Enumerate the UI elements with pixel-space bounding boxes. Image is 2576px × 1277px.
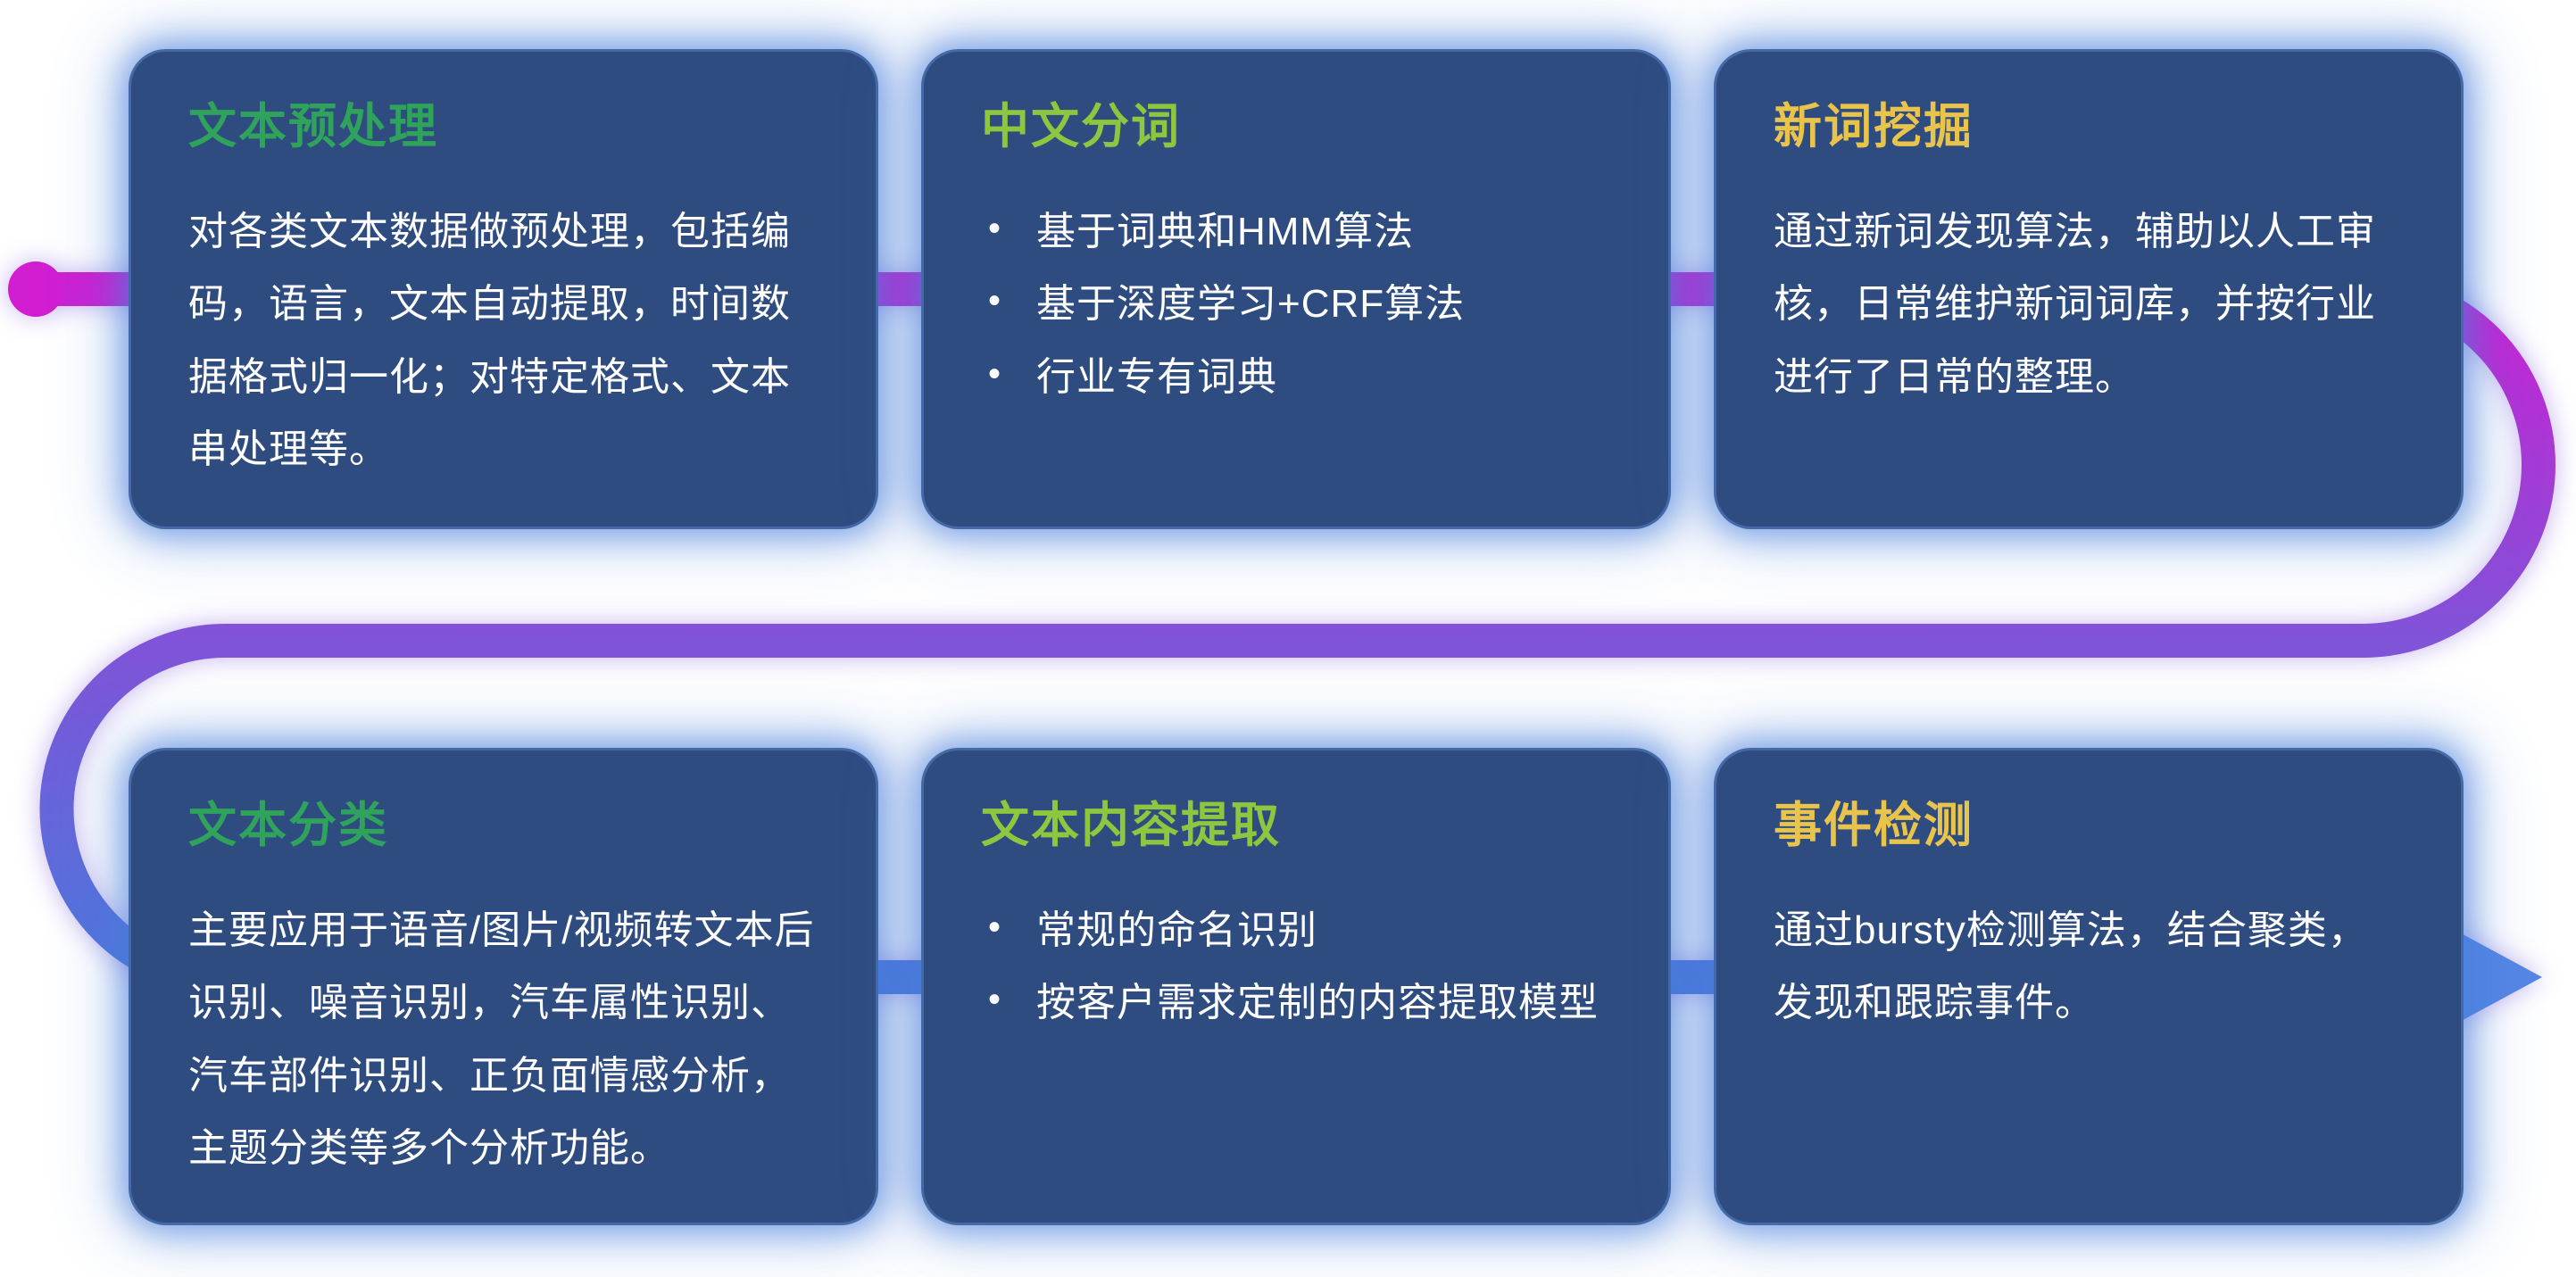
card-title: 文本预处理 [188, 100, 438, 153]
bullet-text: 基于词典和HMM算法 [1036, 209, 1415, 253]
bullet-item: 常规的命名识别 [981, 894, 1611, 966]
flow-start-dot-icon [8, 261, 63, 317]
bullet-item: 行业专有词典 [981, 341, 1611, 413]
flow-path-line [36, 272, 2555, 994]
card-body: 主要应用于语音/图片/视频转文本后识别、噪音识别，汽车属性识别、汽车部件识别、正… [188, 908, 815, 1170]
bullet-item: 基于深度学习+CRF算法 [981, 268, 1611, 340]
card-title: 文本内容提取 [981, 799, 1281, 852]
bullet-text: 常规的命名识别 [1036, 908, 1317, 952]
card-body: 通过新词发现算法，辅助以人工审核，日常维护新词词库，并按行业进行了日常的整理。 [1774, 209, 2376, 399]
card-title: 事件检测 [1774, 799, 1974, 852]
card-title: 中文分词 [981, 100, 1181, 153]
card-text-preprocessing: 文本预处理 对各类文本数据做预处理，包括编码，语言，文本自动提取，时间数据格式归… [129, 49, 878, 529]
bullet-item: 按客户需求定制的内容提取模型 [981, 966, 1611, 1039]
card-chinese-word-segmentation: 中文分词 基于词典和HMM算法 基于深度学习+CRF算法 行业专有词典 [921, 49, 1671, 529]
bullet-text: 基于深度学习+CRF算法 [1036, 282, 1466, 327]
card-body: 对各类文本数据做预处理，包括编码，语言，文本自动提取，时间数据格式归一化；对特定… [188, 209, 791, 471]
card-event-detection: 事件检测 通过bursty检测算法，结合聚类，发现和跟踪事件。 [1714, 748, 2464, 1225]
card-bullet-list: 基于词典和HMM算法 基于深度学习+CRF算法 行业专有词典 [981, 195, 1611, 413]
card-text-classification: 文本分类 主要应用于语音/图片/视频转文本后识别、噪音识别，汽车属性识别、汽车部… [129, 748, 878, 1225]
card-body: 通过bursty检测算法，结合聚类，发现和跟踪事件。 [1774, 908, 2368, 1025]
flow-end-arrow-icon [2455, 930, 2542, 1024]
bullet-text: 按客户需求定制的内容提取模型 [1036, 981, 1599, 1025]
card-title: 新词挖掘 [1774, 100, 1974, 153]
bullet-text: 行业专有词典 [1036, 354, 1277, 399]
card-bullet-list: 常规的命名识别 按客户需求定制的内容提取模型 [981, 894, 1611, 1040]
bullet-item: 基于词典和HMM算法 [981, 195, 1611, 268]
card-new-word-mining: 新词挖掘 通过新词发现算法，辅助以人工审核，日常维护新词词库，并按行业进行了日常… [1714, 49, 2464, 529]
card-title: 文本分类 [188, 799, 388, 852]
card-text-content-extraction: 文本内容提取 常规的命名识别 按客户需求定制的内容提取模型 [921, 748, 1671, 1225]
